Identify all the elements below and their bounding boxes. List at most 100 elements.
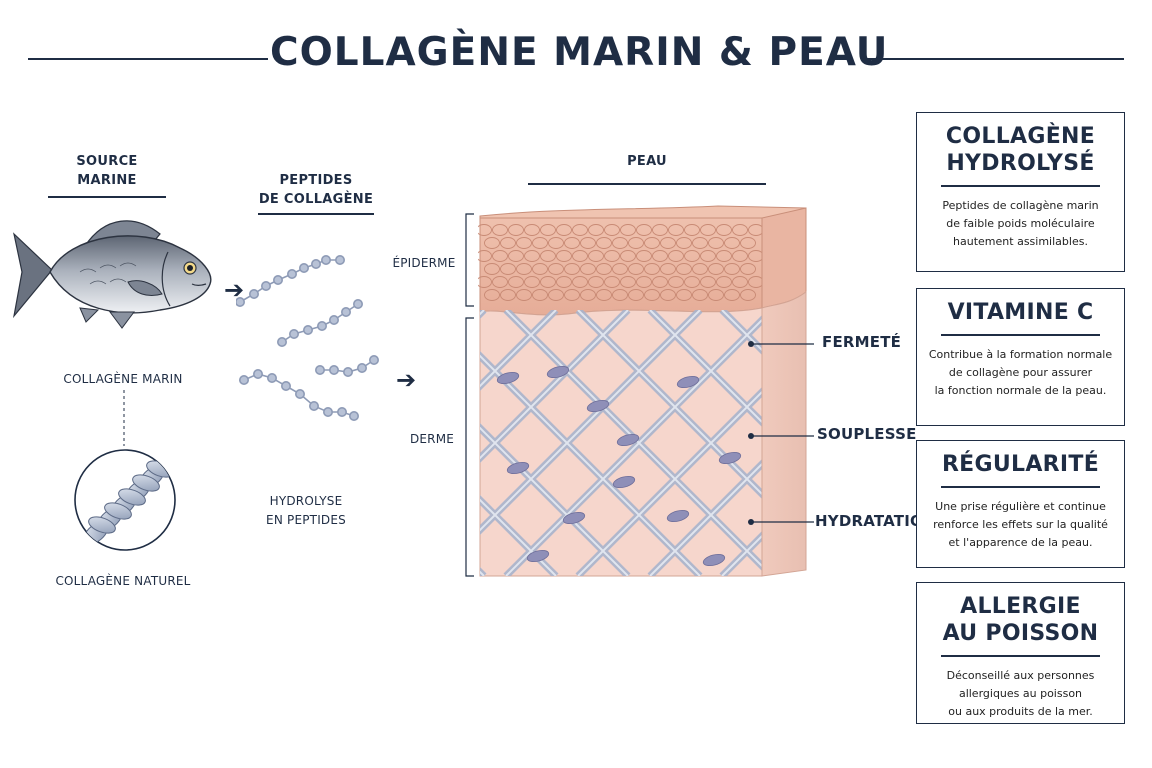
fibroblast-cell (616, 433, 640, 447)
peptide-bead (323, 407, 334, 418)
skin-cell (596, 237, 612, 249)
card-fish-allergy: ALLERGIE AU POISSON Déconseillé aux pers… (916, 582, 1125, 724)
peptide-bead (357, 363, 368, 374)
fibroblast-cell (702, 553, 726, 567)
skin-cell (692, 289, 708, 301)
skin-cell (484, 263, 500, 275)
peptide-bead (329, 315, 340, 326)
skin-cell (636, 276, 652, 288)
skin-cell (660, 237, 676, 249)
skin-cell (564, 263, 580, 275)
title-rule-right (862, 58, 1124, 60)
dashed-connector (123, 390, 125, 446)
skin-cell (716, 276, 732, 288)
peptide-bead (349, 411, 360, 422)
label-marine-collagen: COLLAGÈNE MARIN (63, 372, 183, 386)
card-rule (941, 185, 1100, 187)
peptide-bead (236, 297, 245, 307)
fibroblast-cell (526, 549, 550, 563)
card-body: Peptides de collagène marin de faible po… (942, 198, 1099, 248)
card-rule (941, 486, 1100, 488)
skin-cell (572, 224, 588, 236)
peptide-bead (335, 255, 346, 265)
skin-cell (548, 237, 564, 249)
skin-cell (604, 276, 620, 288)
annotation-lines (748, 341, 814, 525)
skin-cell (668, 250, 684, 262)
collagen-fiber-highlight (480, 310, 557, 388)
skin-cell (540, 224, 556, 236)
label-epidermis: ÉPIDERME (392, 256, 456, 270)
skin-cell (580, 237, 596, 249)
skin-cell (492, 224, 508, 236)
skin-cell (500, 263, 516, 275)
peptide-bead (343, 367, 354, 378)
card-rule (941, 655, 1100, 657)
skin-cell (508, 276, 524, 288)
skin-cell (652, 224, 668, 236)
peptide-bead (369, 355, 380, 366)
skin-cell (700, 276, 716, 288)
skin-cell (636, 250, 652, 262)
peptide-chains-illustration (236, 255, 380, 422)
collagen-fiber-highlight (480, 310, 701, 532)
skin-cell (676, 237, 692, 249)
peptide-bead (303, 325, 314, 336)
column-head-skin-rule (528, 183, 766, 185)
skin-cell (644, 263, 660, 275)
page-title: COLLAGÈNE MARIN & PEAU (270, 30, 889, 75)
skin-cell (604, 224, 620, 236)
peptide-bead (260, 280, 271, 291)
skin-cell (628, 237, 644, 249)
label-suppleness: SOUPLESSE (817, 425, 917, 443)
fibroblast-cell (718, 451, 742, 465)
label-dermis: DERME (409, 432, 455, 446)
skin-cell (716, 250, 732, 262)
peptide-bead (341, 306, 352, 317)
skin-cell (660, 289, 676, 301)
skin-cell (532, 237, 548, 249)
fibroblast-cell (676, 375, 700, 389)
skin-cell (676, 263, 692, 275)
peptide-bead (309, 401, 320, 412)
skin-cell (478, 224, 492, 236)
skin-cell (684, 224, 700, 236)
peptide-bead (288, 329, 299, 340)
skin-cell (668, 224, 684, 236)
fibroblast-cell (562, 511, 586, 525)
skin-cell (524, 224, 540, 236)
column-head-skin-text: PEAU (627, 154, 667, 169)
skin-cell (660, 263, 676, 275)
skin-cell (620, 250, 636, 262)
skin-cell (516, 263, 532, 275)
skin-cell (548, 289, 564, 301)
card-body: Une prise régulière et continue renforce… (933, 499, 1108, 549)
skin-cell (556, 224, 572, 236)
fibroblast-cell (546, 365, 570, 379)
skin-cell (644, 237, 660, 249)
peptide-bead (311, 259, 322, 269)
fibroblast-cell (666, 509, 690, 523)
skin-cell (652, 250, 668, 262)
card-title: VITAMINE C (947, 300, 1094, 325)
skin-cell (508, 224, 524, 236)
skin-cell (516, 289, 532, 301)
skin-cell (604, 250, 620, 262)
card-body: Déconseillé aux personnes allergiques au… (946, 668, 1095, 718)
skin-cell (684, 276, 700, 288)
peptide-bead (249, 288, 259, 299)
card-title: COLLAGÈNE HYDROLYSÉ (945, 124, 1096, 176)
skin-cell (668, 276, 684, 288)
skin-cell (564, 237, 580, 249)
skin-cell (636, 224, 652, 236)
label-natural-collagen: COLLAGÈNE NATUREL (55, 574, 191, 588)
column-head-peptides-rule (258, 213, 374, 215)
skin-cell (732, 250, 748, 262)
skin-cell (500, 237, 516, 249)
peptide-bead (239, 375, 249, 386)
skin-cell (596, 289, 612, 301)
skin-cell (644, 289, 660, 301)
peptide-bead (272, 274, 283, 285)
skin-cell (532, 263, 548, 275)
skin-cell (596, 263, 612, 275)
